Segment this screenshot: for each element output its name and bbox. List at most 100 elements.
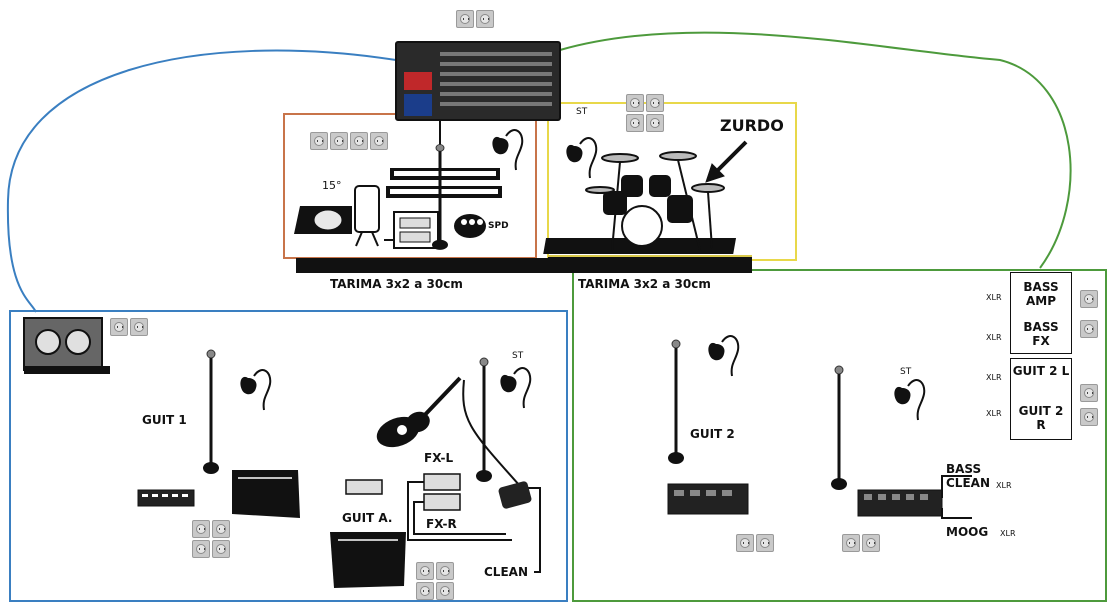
drummer-note: ZURDO: [720, 116, 784, 135]
guit1-pedalboard-icon: [137, 489, 195, 507]
power-outlet-icon: [416, 582, 434, 600]
stage-monitor-amp-icon: [23, 317, 110, 374]
power-outlet-icon: [626, 94, 644, 112]
power-outlet-icon: [130, 318, 148, 336]
bass-input-box: [1010, 272, 1072, 354]
power-outlet-icon: [1080, 320, 1098, 338]
outlets-guit1: [192, 520, 230, 558]
fx-r-label: FX-R: [426, 517, 457, 531]
power-outlet-icon: [192, 520, 210, 538]
power-outlet-icon: [436, 582, 454, 600]
guit-a-amp-icon: [330, 532, 406, 588]
guit1-amp-icon: [232, 470, 300, 518]
bass-clean-line: [941, 475, 972, 519]
keyboard-icon: [386, 168, 502, 198]
outlets-guit3: [842, 534, 880, 552]
outlets-guit2-lr: [1080, 384, 1098, 426]
power-outlet-icon: [416, 562, 434, 580]
guit-a-mic-stand: [474, 356, 494, 484]
guit3-mic-stand: [829, 364, 849, 492]
power-outlet-icon: [110, 318, 128, 336]
clean-label: CLEAN: [484, 565, 528, 579]
guit2-input-box: [1010, 358, 1072, 440]
moog-label: MOOG: [946, 525, 989, 539]
power-outlet-icon: [1080, 408, 1098, 426]
guit1-label: GUIT 1: [142, 413, 187, 427]
di-box-icon: [393, 211, 439, 249]
guit-a-stereo-tag: ST: [512, 351, 524, 361]
fx-di-boxes-icon: [345, 473, 461, 511]
sampler-pad-icon: [454, 214, 486, 238]
xlr-bass-clean: XLR: [996, 481, 1012, 490]
power-outlet-icon: [842, 534, 860, 552]
riser-left: [296, 258, 548, 273]
guit3-in-ear-icon: [893, 379, 926, 421]
guit-a-in-ear-icon: [499, 367, 532, 409]
power-outlet-icon: [646, 94, 664, 112]
green-cable: [559, 31, 1072, 269]
xlr-bass-amp: XLR: [986, 293, 1002, 302]
drum-kit-icon: [585, 151, 725, 251]
xlr-guit2-l: XLR: [986, 373, 1002, 382]
power-outlet-icon: [192, 540, 210, 558]
guit1-in-ear-icon: [239, 369, 272, 411]
power-outlet-icon: [212, 520, 230, 538]
riser-left-label: TARIMA 3x2 a 30cm: [330, 277, 463, 291]
stage-box-icon: [395, 41, 561, 121]
fx-l-label: FX-L: [424, 451, 454, 465]
outlets-guit2: [736, 534, 774, 552]
power-outlet-icon: [310, 132, 328, 150]
guit2-mic-stand: [666, 338, 686, 466]
speaker-cabinet-icon: [354, 185, 380, 247]
power-outlet-icon: [456, 10, 474, 28]
bass-clean-label: BASS CLEAN: [946, 462, 990, 490]
power-outlet-icon: [476, 10, 494, 28]
power-outlet-icon: [330, 132, 348, 150]
guit-a-label: GUIT A.: [342, 511, 393, 525]
power-outlet-icon: [862, 534, 880, 552]
arrow-icon: [705, 140, 748, 183]
monitor-angle-label: 15°: [322, 179, 342, 192]
power-outlet-icon: [370, 132, 388, 150]
guit3-stereo-tag: ST: [900, 367, 912, 377]
bass-fx-label: BASS FX: [1023, 320, 1059, 348]
guit2-in-ear-icon: [707, 335, 740, 377]
outlets-keys: [310, 132, 388, 150]
blue-cable: [6, 49, 397, 313]
power-outlet-icon: [626, 114, 644, 132]
xlr-guit2-r: XLR: [986, 409, 1002, 418]
acoustic-guitar-icon: [376, 376, 462, 448]
outlets-rack-top: [456, 10, 494, 28]
power-outlet-icon: [436, 562, 454, 580]
xlr-bass-fx: XLR: [986, 333, 1002, 342]
right-zone-box: [572, 269, 1107, 602]
spd-label: SPD: [488, 221, 509, 231]
power-outlet-icon: [350, 132, 368, 150]
xlr-moog: XLR: [1000, 529, 1016, 538]
synth-pedalboard-icon: [857, 489, 943, 517]
power-outlet-icon: [1080, 290, 1098, 308]
outlets-drums: [626, 94, 664, 132]
outlets-monitor-amp: [110, 318, 148, 336]
riser-right: [548, 255, 752, 273]
power-outlet-icon: [1080, 384, 1098, 402]
outlets-bass: [1080, 290, 1098, 338]
outlets-guit-a: [416, 562, 454, 600]
left-zone-box: [9, 310, 568, 602]
guit2-pedalboard-icon: [667, 483, 749, 515]
guit2-label: GUIT 2: [690, 427, 735, 441]
power-outlet-icon: [646, 114, 664, 132]
drummer-in-ear-icon: [565, 137, 598, 179]
drum-stereo-tag: ST: [576, 107, 588, 117]
power-outlet-icon: [756, 534, 774, 552]
bass-amp-label: BASS AMP: [1023, 280, 1059, 308]
in-ear-monitor-icon: [491, 129, 524, 171]
guit1-mic-stand: [201, 348, 221, 476]
power-outlet-icon: [212, 540, 230, 558]
riser-right-label: TARIMA 3x2 a 30cm: [578, 277, 711, 291]
guit-a-pedal-icon: [498, 481, 532, 509]
guit2-r-label: GUIT 2 R: [1018, 404, 1064, 432]
wedge-monitor-icon: [294, 206, 352, 234]
guit2-l-label: GUIT 2 L: [1012, 364, 1070, 378]
